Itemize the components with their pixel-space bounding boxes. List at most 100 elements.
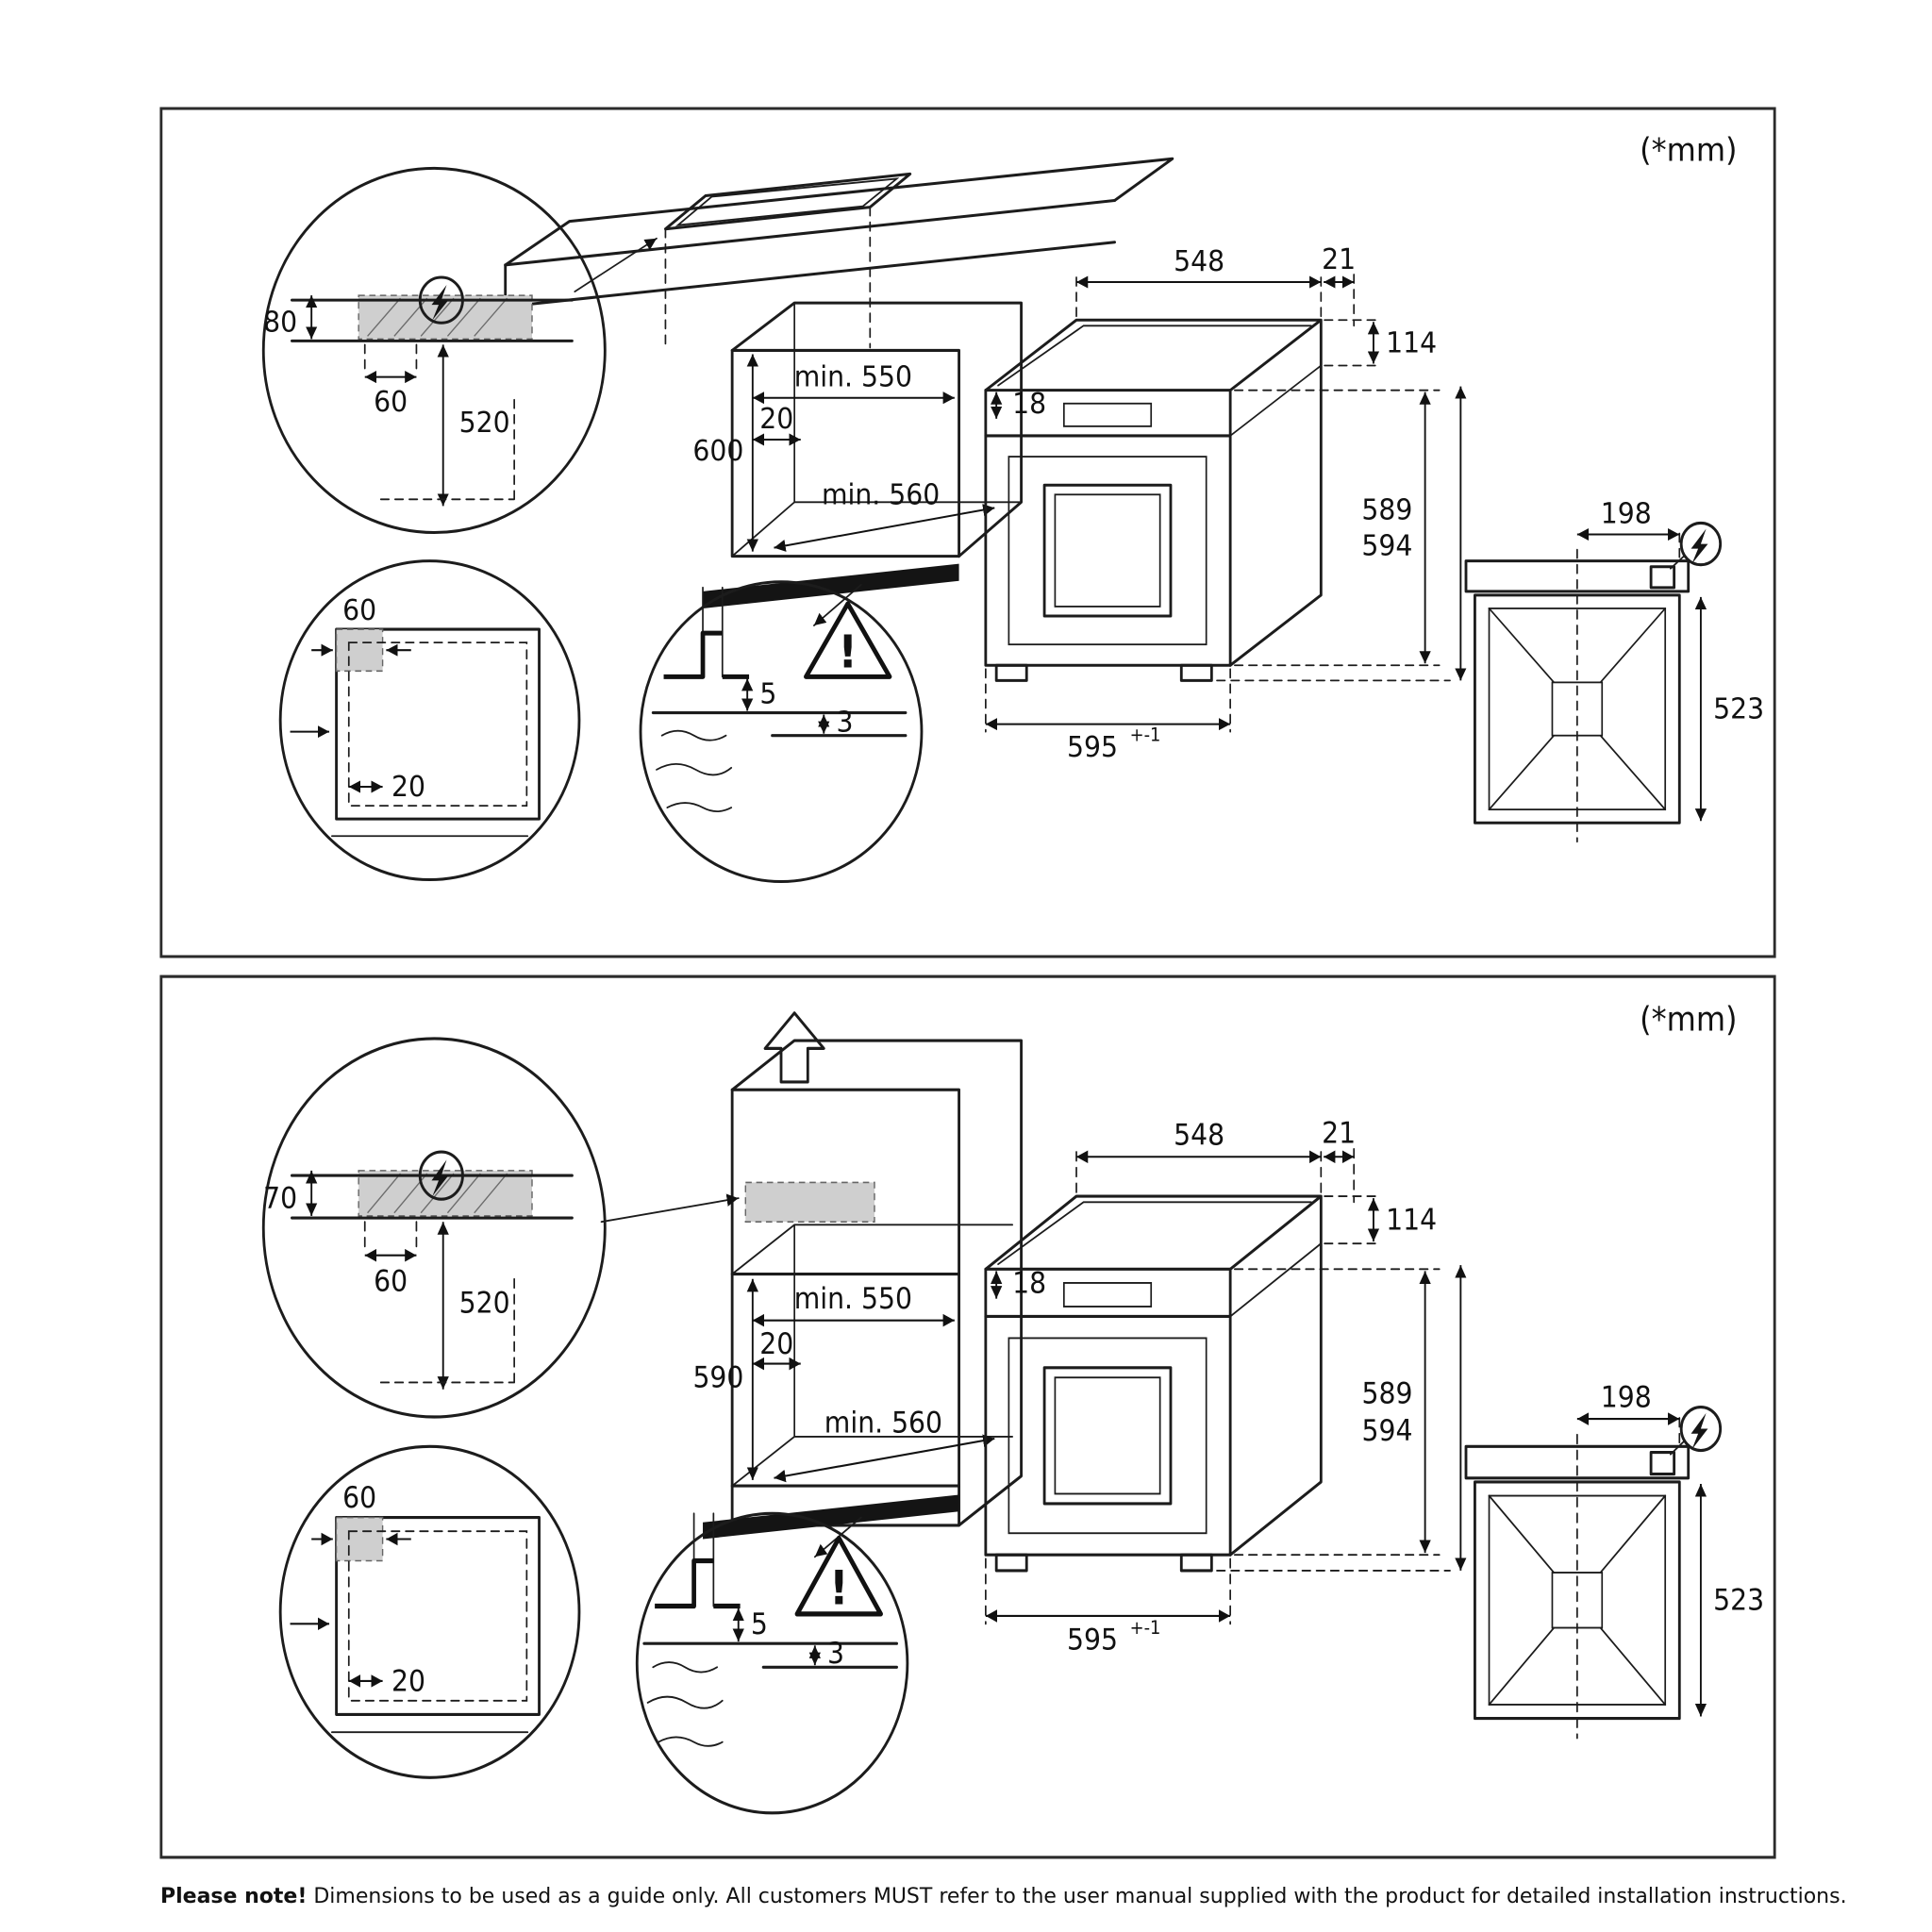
niche-back-wall bbox=[793, 302, 1023, 504]
extension-line bbox=[1324, 319, 1382, 367]
floor-gap-top-label: 5 bbox=[759, 677, 776, 710]
vent-strip bbox=[703, 1494, 959, 1540]
power-circle bbox=[1679, 1405, 1723, 1453]
bolt-leader bbox=[1670, 1440, 1686, 1456]
electrical-depth-label: 520 bbox=[459, 1286, 510, 1321]
undercounter-diagram: (*mm) 600 bbox=[159, 107, 1776, 958]
oven-front bbox=[984, 389, 1232, 667]
door-glass bbox=[1042, 483, 1173, 618]
oven-foot bbox=[1179, 663, 1213, 682]
oven-drawing: 548 21 18 114 589 594 595 +-1 bbox=[984, 242, 1467, 763]
control-panel-side bbox=[1229, 1242, 1323, 1318]
column-diagram: (*mm) 590 min. 550 20 min. 560 bbox=[159, 974, 1776, 1859]
oven-top-inset bbox=[997, 1201, 1312, 1266]
oven-depth-label: 548 bbox=[1174, 244, 1224, 277]
terminal-box bbox=[1649, 1451, 1676, 1476]
dim-line-560 bbox=[774, 504, 995, 552]
oven-front bbox=[984, 1267, 1232, 1557]
oven-panel-height-label: 114 bbox=[1386, 1203, 1437, 1238]
rear-width-label: 198 bbox=[1601, 1380, 1652, 1415]
oven-width-tolerance: +-1 bbox=[1130, 725, 1161, 746]
units-label: (*mm) bbox=[1640, 130, 1737, 168]
cabinet-dashed bbox=[379, 1273, 515, 1384]
niche-height-label: 590 bbox=[692, 1360, 743, 1395]
panel-border bbox=[159, 107, 1776, 958]
warning-triangle-icon bbox=[794, 1535, 883, 1617]
extension-line bbox=[1324, 1195, 1382, 1245]
oven-top-inset-label: 18 bbox=[1012, 387, 1046, 420]
rear-top-rail bbox=[1464, 559, 1690, 593]
niche-min-width-label: min. 550 bbox=[794, 360, 912, 393]
extension-line bbox=[1216, 1268, 1451, 1572]
oven-body-height-label: 589 bbox=[1361, 1376, 1412, 1411]
floor-gap-top-label: 5 bbox=[751, 1607, 768, 1641]
rear-top-rail bbox=[1464, 1444, 1690, 1480]
floor-callout: 5 3 ! bbox=[639, 580, 924, 884]
hatch-lines bbox=[367, 297, 508, 337]
panel-undercounter: (*mm) 600 bbox=[158, 106, 1777, 959]
niche-height-label: 600 bbox=[692, 434, 743, 467]
counter-front-top bbox=[504, 199, 1116, 267]
electrical-callout: 70 60 520 bbox=[261, 1037, 607, 1419]
display bbox=[1062, 402, 1153, 427]
callout-circle bbox=[278, 1444, 581, 1779]
rear-view-drawing: 198 523 bbox=[1464, 497, 1764, 843]
wood-grain bbox=[656, 729, 733, 813]
extension-line bbox=[1216, 389, 1451, 682]
niche-drawing: 600 min. 550 20 min. 560 bbox=[692, 301, 1023, 626]
lightning-bolt-icon bbox=[1690, 528, 1708, 564]
counter-back-edge bbox=[504, 157, 1174, 267]
callout-leader bbox=[574, 237, 658, 292]
oven-foot bbox=[994, 663, 1028, 682]
oven-top-side bbox=[984, 1194, 1323, 1557]
power-circle bbox=[418, 1150, 464, 1201]
niche-floor-edge bbox=[731, 501, 795, 558]
plan-outline bbox=[335, 627, 541, 821]
floor-callout: 5 3 ! bbox=[635, 1511, 909, 1815]
power-circle bbox=[418, 275, 464, 325]
warning-exclamation: ! bbox=[838, 626, 858, 679]
footer-text: Dimensions to be used as a guide only. A… bbox=[307, 1885, 1847, 1908]
rear-height-label: 523 bbox=[1713, 692, 1764, 725]
plinth-step bbox=[655, 1557, 741, 1609]
footer-lead: Please note! bbox=[160, 1885, 308, 1908]
oven-drawing: 548 21 18 114 589 594 595 +-1 bbox=[984, 1116, 1467, 1657]
plan-corner-label: 60 bbox=[342, 1481, 376, 1516]
counter-front-bottom bbox=[504, 241, 1116, 308]
power-circle bbox=[1679, 521, 1723, 567]
plan-callout: 60 20 bbox=[278, 1444, 581, 1779]
warning-exclamation: ! bbox=[829, 1561, 849, 1616]
terminal-box bbox=[1649, 565, 1676, 590]
niche-min-depth-label: min. 560 bbox=[822, 477, 940, 510]
plan-inner-dashed bbox=[347, 641, 528, 808]
cabinet-dashed bbox=[379, 393, 515, 501]
niche-min-width-label: min. 550 bbox=[794, 1282, 912, 1317]
column-drawing: 590 min. 550 20 min. 560 bbox=[600, 1011, 1023, 1558]
oven-rear-gap-label: 21 bbox=[1322, 242, 1356, 275]
oven-top-inset bbox=[997, 325, 1312, 387]
control-panel-side bbox=[1229, 364, 1323, 437]
footer-note: Please note! Dimensions to be used as a … bbox=[160, 1885, 1847, 1908]
plan-callout: 60 20 bbox=[278, 559, 581, 882]
oven-body-height-label: 589 bbox=[1361, 493, 1412, 526]
callout-circle bbox=[635, 1511, 909, 1815]
plan-edge-label: 20 bbox=[391, 1664, 425, 1699]
door-outline bbox=[1008, 1337, 1208, 1535]
oven-width-label: 595 bbox=[1067, 1623, 1118, 1657]
oven-depth-label: 548 bbox=[1174, 1118, 1224, 1153]
hatch-lines bbox=[367, 1173, 508, 1214]
floor-gap-bottom-label: 3 bbox=[836, 706, 853, 739]
oven-top-inset-label: 18 bbox=[1012, 1266, 1046, 1301]
countertop-drawing bbox=[504, 157, 1174, 349]
oven-top-side bbox=[984, 318, 1323, 667]
dim-line-560 bbox=[774, 1434, 995, 1483]
extension-line bbox=[985, 668, 1231, 733]
door-outline bbox=[1008, 456, 1208, 646]
electrical-offset-label: 60 bbox=[374, 385, 408, 418]
extension-line bbox=[363, 343, 418, 375]
wood-grain bbox=[646, 1661, 724, 1747]
up-arrow-icon bbox=[763, 1011, 825, 1084]
niche-depth bbox=[730, 301, 1023, 558]
warning-triangle-icon bbox=[804, 601, 892, 679]
